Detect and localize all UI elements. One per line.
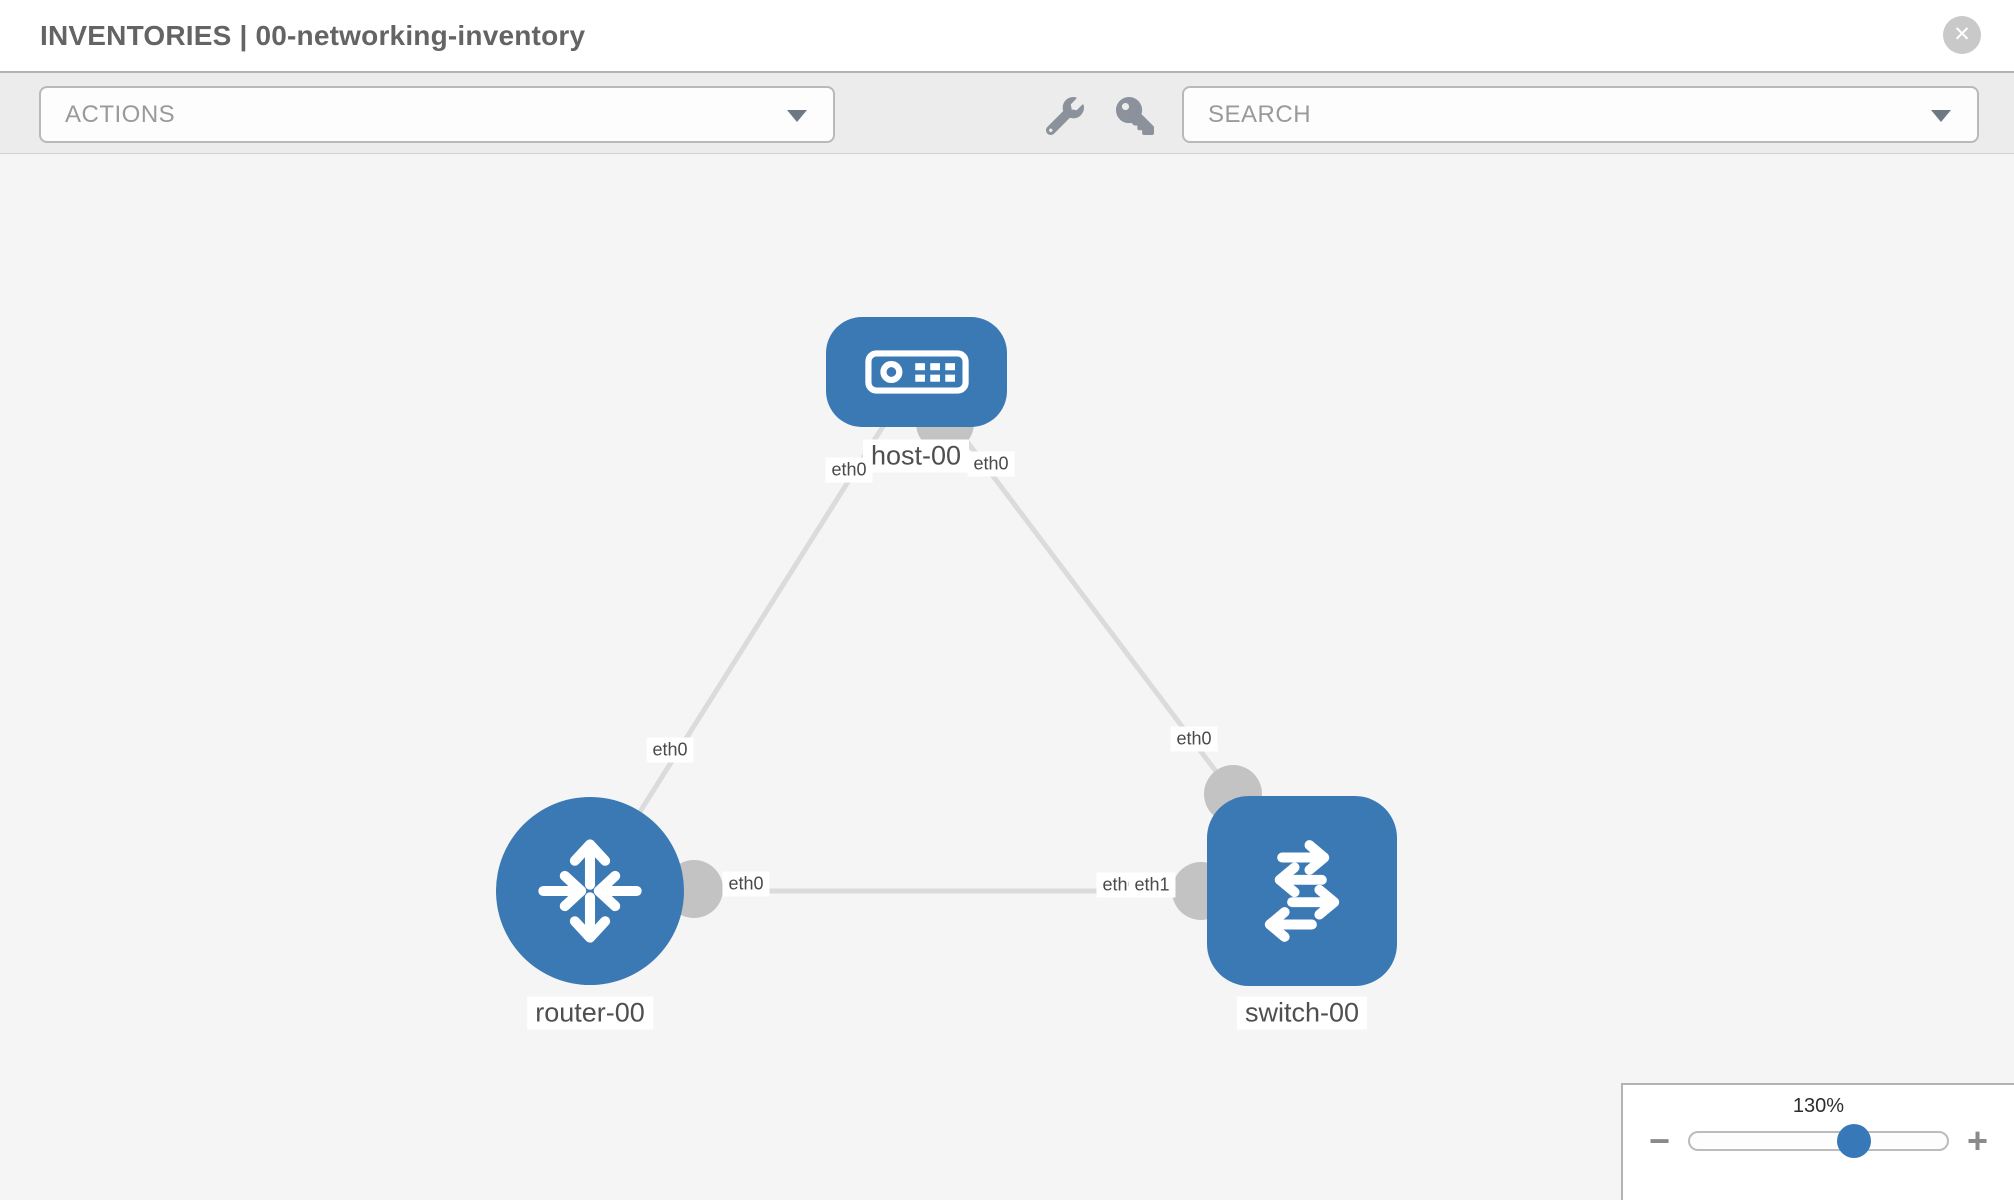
zoom-in-button[interactable]: + [1966,1120,1988,1161]
chevron-down-icon [1931,110,1951,122]
page-title: INVENTORIES | 00-networking-inventory [40,20,586,51]
zoom-level-text: 130% [1792,1095,1845,1117]
zoom-widget: 130% − + [1621,1083,2014,1200]
zoom-slider-track[interactable] [1688,1124,1949,1158]
router-icon [538,839,642,943]
zoom-slider-thumb[interactable] [1837,1124,1872,1158]
actions-dropdown[interactable]: ACTIONS [39,86,835,143]
actions-dropdown-label: ACTIONS [65,101,176,128]
server-icon [864,350,969,394]
key-icon[interactable] [1116,97,1154,135]
port-label-switch-eth0-top: eth0 [1170,726,1218,752]
node-label-switch: switch-00 [1236,996,1368,1030]
node-host-00[interactable] [826,317,1007,427]
close-icon[interactable]: ✕ [1943,16,1981,54]
port-label-switch-eth1: eth1 [1128,872,1176,898]
toolbar: ACTIONS SEARCH [0,71,2014,154]
search-dropdown[interactable]: SEARCH [1182,86,1979,143]
modal-header: INVENTORIES | 00-networking-inventory ✕ [0,0,2014,71]
switch-icon [1264,840,1340,942]
port-label-host-eth0-left: eth0 [825,457,873,483]
wrench-icon[interactable] [1045,97,1084,136]
chevron-down-icon [787,110,807,122]
links-layer [587,372,1262,920]
port-label-host-eth0-right: eth0 [967,451,1015,477]
node-switch-00[interactable] [1207,796,1397,986]
node-label-router: router-00 [527,996,653,1030]
node-router-00[interactable] [496,797,684,985]
node-label-host: host-00 [862,439,970,473]
search-placeholder: SEARCH [1208,101,1312,128]
port-label-router-eth0: eth0 [722,871,770,897]
topology-canvas[interactable]: host-00 router-00 switch-00 eth0 eth0 et… [0,154,2014,1200]
zoom-out-button[interactable]: − [1649,1120,1671,1161]
port-label-router-eth0-uplink: eth0 [646,737,694,763]
